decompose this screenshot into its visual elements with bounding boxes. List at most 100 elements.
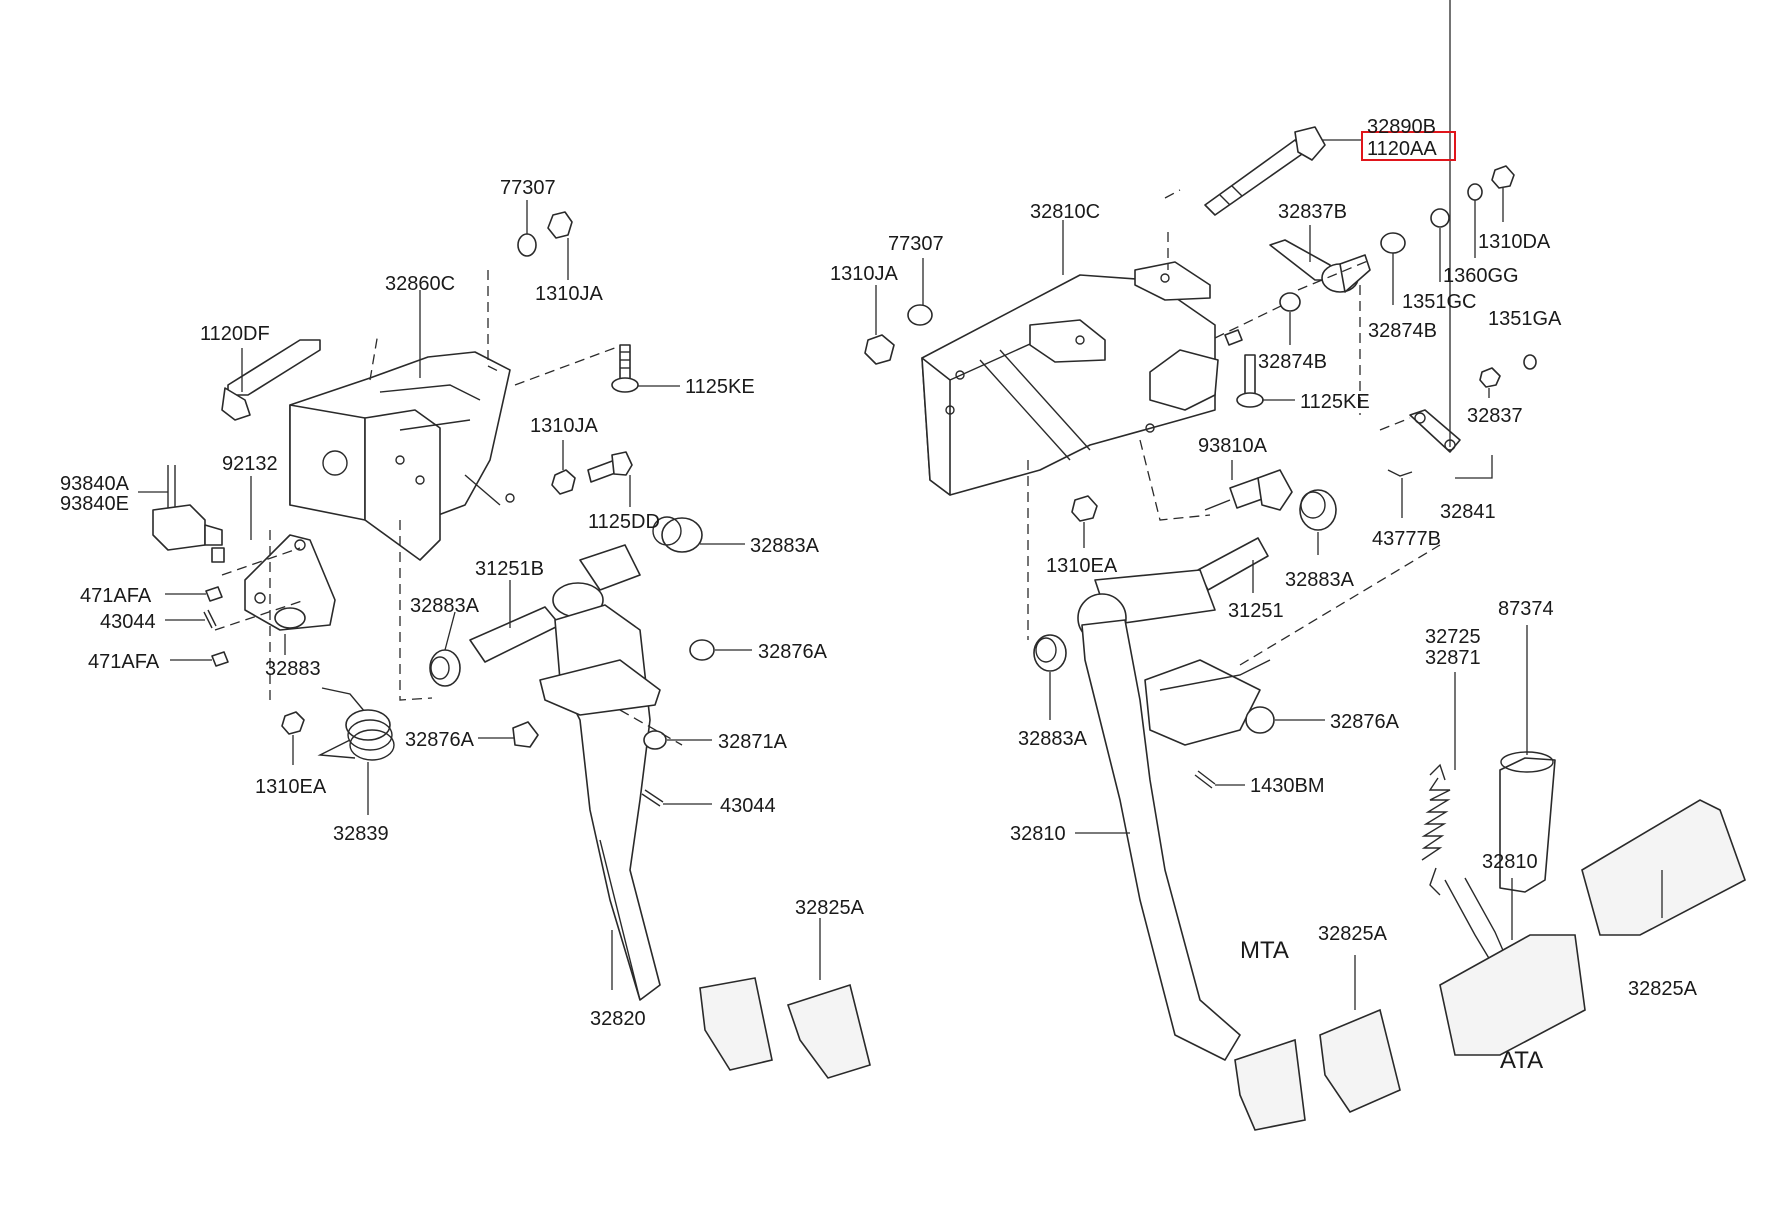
link-32841 [1409,409,1461,453]
label-43777b: 43777B [1372,528,1441,550]
label-1125dd: 1125DD [588,511,660,533]
label-31251: 31251 [1228,600,1284,622]
label-1310ja-top-left: 1310JA [535,283,603,305]
label-32883a-top-left: 32883A [750,535,820,557]
spring-32871 [1421,763,1451,896]
label-32874b-right: 32874B [1368,320,1437,342]
label-32839: 32839 [333,823,389,845]
nut-1310ea-right [1071,495,1098,522]
bracket-32810c [921,261,1219,496]
label-32810c: 32810C [1030,201,1100,223]
pedal-32810-left [1077,569,1306,1131]
cap-32876a-right [1245,706,1275,734]
label-471afa-bottom: 471AFA [88,651,160,673]
label-32871: 32871 [1425,647,1481,669]
clip-43777b [1387,469,1413,477]
bolt-1125ke [611,344,639,393]
right-leader-lines [875,0,1663,1010]
label-32837: 32837 [1467,405,1523,427]
label-32810-left: 32810 [1010,823,1066,845]
label-1310ea-left: 1310EA [255,776,327,798]
label-1310ea-right: 1310EA [1046,555,1118,577]
pad-32825a-left [786,983,871,1079]
label-471afa-top: 471AFA [80,585,152,607]
nut-1310da [1491,165,1515,189]
label-77307-right: 77307 [888,233,944,255]
bolt-471afa-bottom [211,651,229,667]
nut-1310ja-right [864,334,895,365]
label-92132: 92132 [222,453,278,475]
nut-1310ja-top [547,211,573,239]
label-31251b: 31251B [475,558,544,580]
variant-label-mta: MTA [1240,937,1289,964]
left-leader-lines [138,200,821,990]
label-1125ke-right: 1125KE [1300,391,1370,413]
label-32820: 32820 [590,1008,646,1030]
spring-32839 [317,687,395,761]
label-1120df: 1120DF [200,323,270,345]
plate-92132 [244,534,336,631]
label-43044-right: 43044 [720,795,776,817]
label-32825a-right: 32825A [1628,978,1698,1000]
label-32876a-right-left: 32876A [758,641,828,663]
label-32810-right: 32810 [1482,851,1538,873]
label-32883a-top-right: 32883A [1285,569,1355,591]
label-1120aa: 1120AA [1367,138,1437,160]
label-32874b-left: 32874B [1258,351,1327,373]
bushing-32883a-mid [429,649,461,687]
nut-1310ea [281,711,305,735]
nut-32837 [1479,367,1501,388]
collar-32874b-right [1380,232,1406,254]
shaft-31251b [469,606,561,663]
highlight-box-1120aa [1361,131,1456,161]
bolt-471afa-top [205,586,223,602]
label-32871a: 32871A [718,731,788,753]
cap-32876a-left [512,721,539,748]
bolt-32890b [1204,126,1326,216]
label-1310ja-mid-left: 1310JA [530,415,598,437]
pin-43044-right [641,789,664,807]
switch-93810a [1204,469,1293,511]
label-32890b: 32890B [1367,116,1436,138]
bracket-32860c [289,351,515,561]
label-1351ga: 1351GA [1488,308,1562,330]
pad-32825a-right [1581,799,1746,936]
label-32883: 32883 [265,658,321,680]
switch-93840a [152,465,225,563]
label-1310ja-right: 1310JA [830,263,898,285]
bushing-32876a-right [689,639,715,661]
pin-1430bm [1194,770,1216,789]
bushing-32883a-bottom-right [1033,634,1067,672]
label-77307-left: 77307 [500,177,556,199]
pedal-32820 [539,544,773,1071]
label-93810a: 93810A [1198,435,1268,457]
label-1351gc: 1351GC [1402,291,1477,313]
label-32860c: 32860C [385,273,455,295]
label-43044-left: 43044 [100,611,156,633]
washer-1351ga [1523,354,1537,370]
nut-1310ja-mid [551,469,576,495]
link-32837b [1269,239,1371,293]
shaft-31251 [1197,537,1269,591]
pin-43044-left [203,609,217,629]
right-pedal-assembly: 32890B 1120AA 32810C 32837B 1310DA 77307… [830,0,1746,1131]
label-32876a-left-left: 32876A [405,729,475,751]
cover-87374 [1499,757,1556,893]
label-32876a-right: 32876A [1330,711,1400,733]
label-32841: 32841 [1440,501,1496,523]
variant-label-ata: ATA [1500,1047,1543,1074]
label-32825a-left: 32825A [795,897,865,919]
washer-1351gc [1430,208,1450,228]
label-93840e: 93840E [60,493,129,515]
label-32883a-bottom-right: 32883A [1018,728,1088,750]
washer-1360gg [1467,183,1483,201]
pad-32825a-middle [1319,1008,1401,1114]
left-pedal-assembly: 77307 32860C 1310JA 1120DF 1125KE 1310JA… [60,177,871,1079]
label-87374: 87374 [1498,598,1554,620]
bushing-32871a [643,730,667,750]
washer-77307 [517,233,537,257]
label-1430bm: 1430BM [1250,775,1325,797]
washer-77307-right [907,304,933,326]
bushing-32883a-top [652,516,703,553]
